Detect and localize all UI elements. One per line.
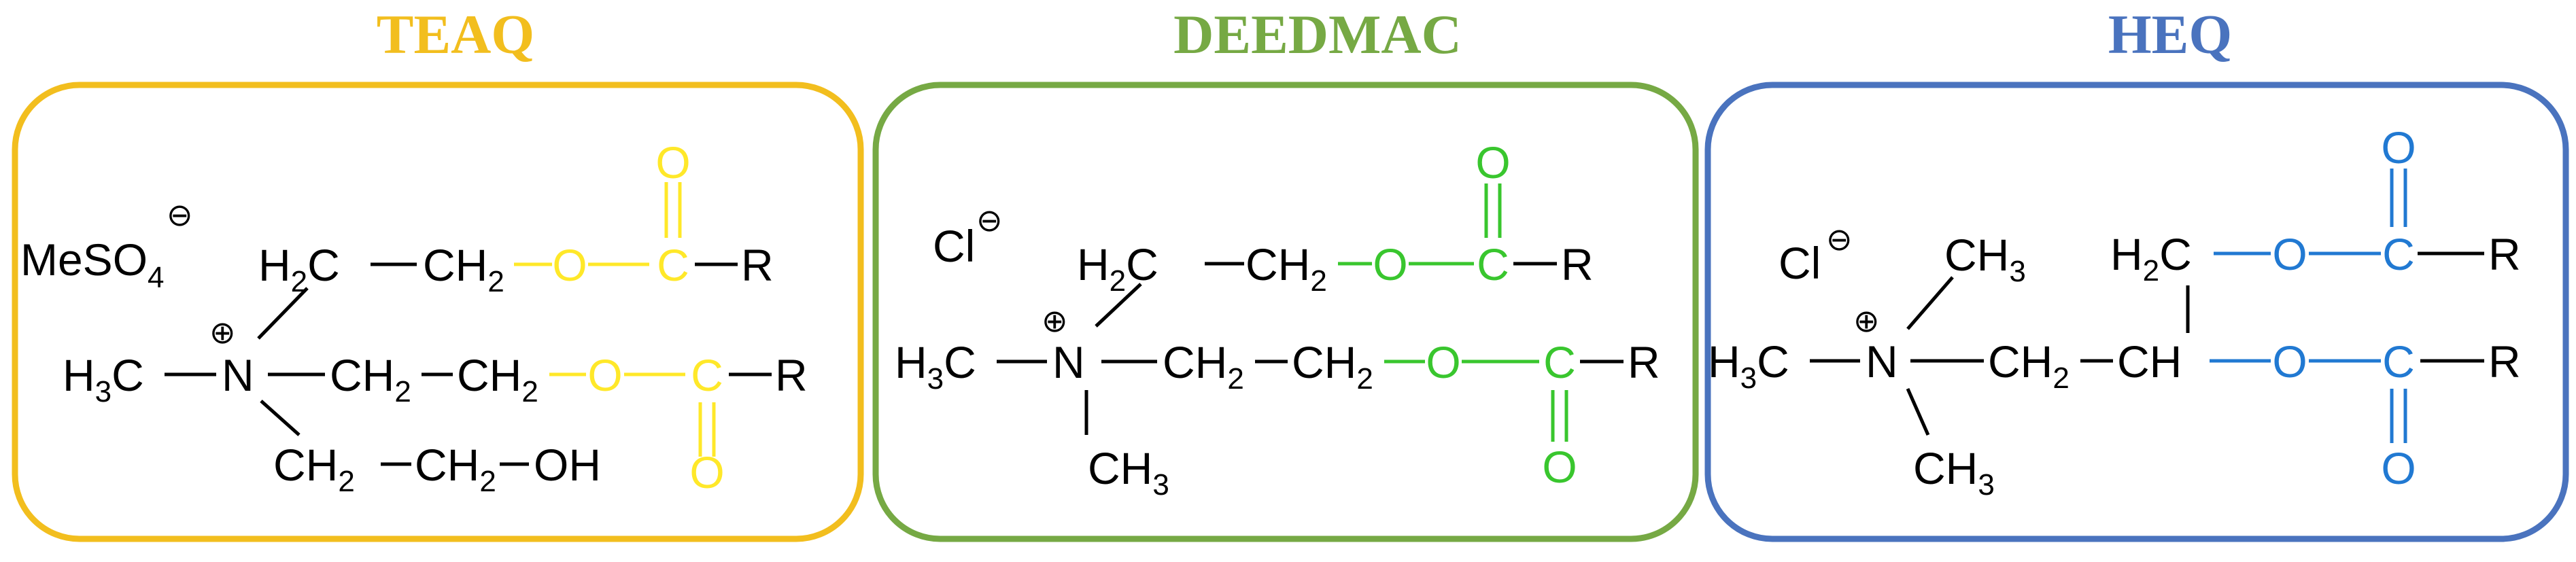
nitrogen-charge: ⊕	[1853, 303, 1880, 338]
counterion-charge: ⊖	[976, 203, 1003, 238]
panel-frame-deedmac	[872, 82, 1699, 542]
bond-n-chain1	[1095, 283, 1142, 328]
panel-title-heq: HEQ	[2108, 3, 2232, 65]
bonds-deedmac	[997, 262, 1624, 435]
methyl-down: CH3	[1088, 443, 1169, 502]
chain2-b: CH2	[1292, 337, 1373, 396]
methyl-group: H3C	[1708, 336, 1789, 395]
chain1-a: H2C	[1077, 239, 1158, 298]
ester-bonds-deedmac	[1338, 183, 1568, 442]
ester1-oxygen: O	[1373, 239, 1407, 289]
chain3-a: CH2	[273, 440, 355, 498]
atoms-heq: Cl ⊖ H3C N ⊕ CH3 CH3 H2C CH2 CH R R	[1708, 222, 2521, 502]
ester-bonds-heq	[2210, 169, 2407, 443]
atoms-deedmac: Cl ⊖ H3C N ⊕ CH3 H2C CH2 CH2 CH2 R R	[895, 203, 1660, 502]
ester2-carbonyl-oxygen: O	[1542, 442, 1577, 492]
atoms-teaq: MeSO4 ⊖ H3C N ⊕ H2C CH2 CH2 CH2 CH2 CH2 …	[20, 197, 808, 498]
ester2-oxygen: O	[587, 350, 622, 400]
ester1-carbonyl-oxygen: O	[655, 137, 690, 188]
bond-n-chain1	[257, 287, 309, 340]
r-group-2: R	[1628, 337, 1660, 387]
methyl-up: CH3	[1944, 230, 2026, 288]
counterion-mesylate: MeSO4	[20, 234, 165, 294]
r-group-2: R	[775, 350, 808, 400]
ester-atoms-deedmac: O C O O C O	[1373, 137, 1577, 492]
ester2-oxygen: O	[1426, 337, 1460, 387]
counterion-chloride: Cl	[933, 221, 975, 271]
ester-atoms-teaq: O C O O C O	[552, 137, 724, 497]
r-group-1: R	[2488, 229, 2521, 279]
ester-bonds-teaq	[514, 182, 716, 457]
panel-title-deedmac: DEEDMAC	[1173, 3, 1462, 65]
counterion-charge: ⊖	[167, 197, 193, 232]
panel-heq: HEQ Cl ⊖ H3C N ⊕ CH	[1704, 3, 2569, 542]
ester1-carbon: C	[1477, 239, 1509, 289]
counterion-charge: ⊖	[1826, 222, 1853, 257]
methyl-group: H3C	[895, 337, 976, 396]
ester2-carbon: C	[2382, 336, 2415, 387]
methyl-group: H3C	[63, 350, 144, 408]
nitrogen-atom: N	[1866, 336, 1898, 387]
ester2-carbon: C	[691, 350, 723, 400]
bonds-teaq	[165, 262, 772, 466]
ester2-oxygen: O	[2272, 336, 2307, 387]
nitrogen-atom: N	[222, 350, 254, 400]
ester1-carbonyl-oxygen: O	[2381, 122, 2416, 173]
r-group-2: R	[2488, 336, 2521, 387]
bond-n-methyl-up	[1906, 276, 1954, 330]
chain2-b: CH2	[457, 350, 538, 408]
chain2-b: CH	[2117, 336, 2182, 387]
bonds-heq	[1810, 251, 2484, 436]
chain3-b: CH2	[415, 440, 496, 498]
bond-n-chain3	[260, 400, 300, 436]
hydroxyl-group: OH	[534, 440, 601, 490]
r-group-1: R	[1561, 239, 1594, 289]
chain2-a: CH2	[1163, 337, 1244, 396]
chain1-a: H2C	[258, 240, 340, 298]
ester1-carbon: C	[657, 240, 689, 290]
chain1-b: CH2	[423, 240, 504, 298]
ester-atoms-heq: O C O O C O	[2272, 122, 2416, 493]
nitrogen-charge: ⊕	[209, 315, 236, 350]
ester1-carbonyl-oxygen: O	[1475, 137, 1510, 188]
nitrogen-atom: N	[1052, 337, 1085, 387]
r-group-1: R	[741, 240, 774, 290]
ester2-carbonyl-oxygen: O	[689, 447, 724, 497]
chain1-b: CH2	[1246, 239, 1327, 298]
nitrogen-charge: ⊕	[1042, 303, 1068, 338]
ester1-oxygen: O	[552, 240, 587, 290]
methyl-down: CH3	[1913, 443, 1995, 502]
chain2-a: CH2	[330, 350, 411, 408]
panel-title-teaq: TEAQ	[377, 3, 534, 65]
chain2-a: CH2	[1988, 336, 2070, 395]
chain1-a: H2C	[2110, 229, 2192, 287]
counterion-chloride: Cl	[1779, 238, 1821, 288]
panel-frame-heq	[1704, 82, 2569, 542]
ester1-carbon: C	[2382, 229, 2415, 279]
panel-frame-teaq	[12, 82, 864, 542]
panel-deedmac: DEEDMAC Cl ⊖ H3C N ⊕	[872, 3, 1699, 542]
ester2-carbon: C	[1543, 337, 1576, 387]
ester2-carbonyl-oxygen: O	[2381, 443, 2416, 493]
ester1-oxygen: O	[2272, 229, 2307, 279]
bond-n-methyl-down	[1906, 387, 1930, 436]
panel-teaq: TEAQ MeSO4 ⊖	[12, 3, 864, 542]
